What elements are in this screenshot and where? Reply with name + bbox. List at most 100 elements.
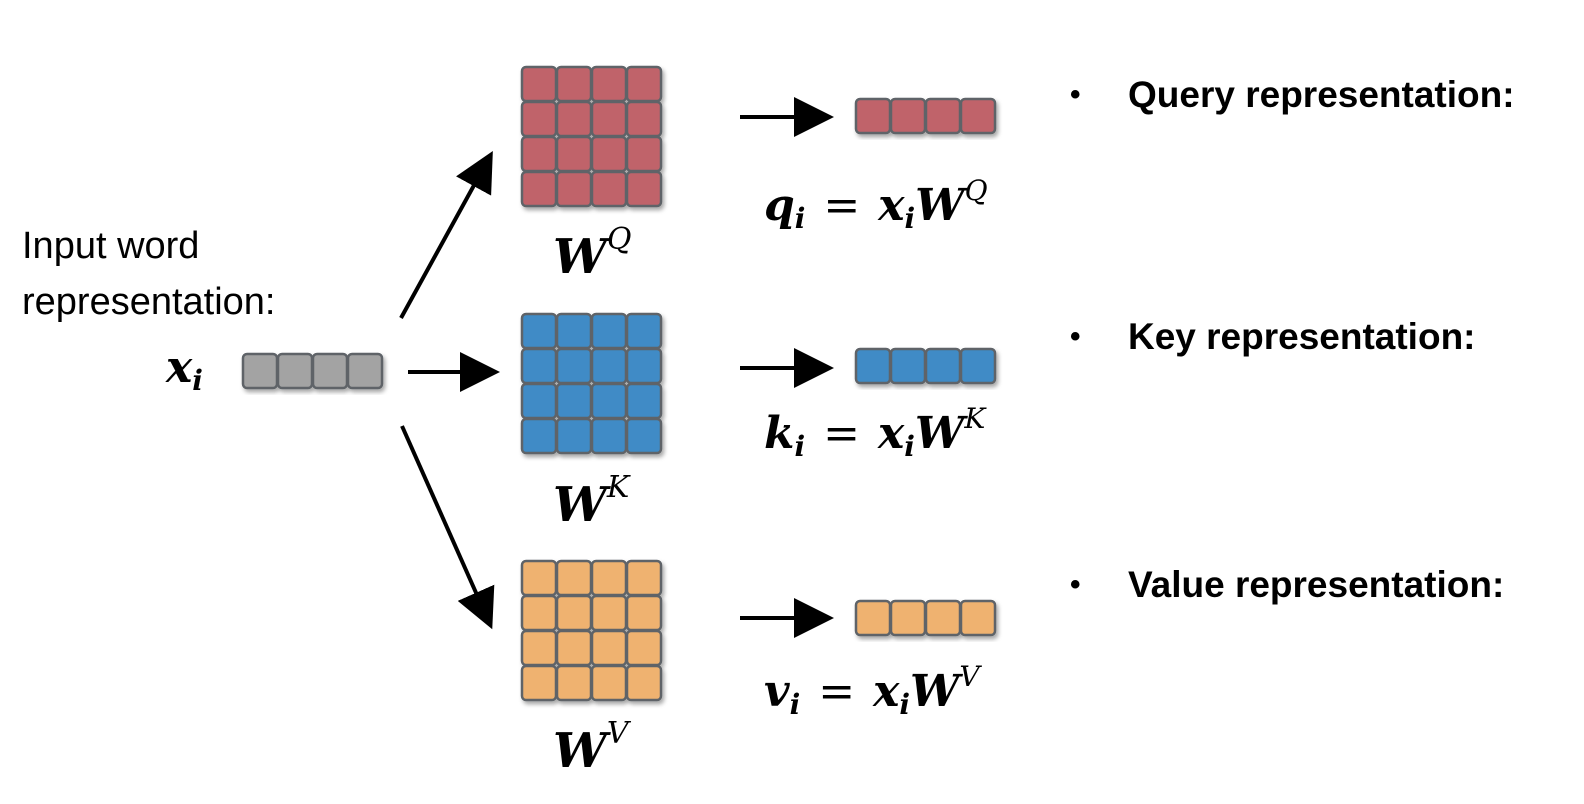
value-matrix-cell — [555, 559, 593, 597]
query-matrix-label: WQ — [553, 222, 632, 285]
bullet-value: • Value representation: — [1070, 564, 1504, 606]
key-equals: = — [823, 408, 861, 459]
query-matrix-cell — [520, 100, 558, 138]
query-matrix-cell — [625, 65, 663, 103]
query-matrix — [520, 65, 663, 208]
key-matrix-cell — [590, 417, 628, 455]
input-label-line1: Input word — [22, 225, 200, 267]
value-matrix-label: WV — [553, 716, 629, 779]
key-vector — [854, 347, 997, 385]
input-symbol-subscript: i — [192, 364, 203, 397]
value-vector-cell — [854, 599, 892, 637]
bullet-marker: • — [1070, 78, 1081, 111]
query-matrix-symbol: W — [553, 229, 607, 285]
key-matrix-cell — [590, 312, 628, 350]
input-vector-cell — [346, 352, 384, 390]
input-vector-cell — [311, 352, 349, 390]
value-vector-cell — [889, 599, 927, 637]
query-matrix-cell — [625, 100, 663, 138]
key-matrix-cell — [520, 312, 558, 350]
key-equation: ki=xiWK — [764, 402, 985, 463]
key-matrix-cell — [520, 382, 558, 420]
value-matrix-cell — [555, 594, 593, 632]
key-matrix-cell — [520, 417, 558, 455]
key-matrix-superscript: K — [606, 470, 630, 505]
input-vector — [241, 352, 384, 390]
value-matrix-cell — [625, 559, 663, 597]
value-equals: = — [818, 666, 856, 717]
bullet-query: • Query representation: — [1070, 74, 1515, 116]
query-rhs-sub: i — [904, 202, 916, 235]
arrow-to-query-matrix — [399, 150, 493, 319]
bullet-query-text: Query representation: — [1128, 74, 1515, 115]
arrows — [399, 97, 834, 638]
value-matrix-cell — [520, 594, 558, 632]
key-matrix-symbol: W — [553, 477, 607, 533]
value-matrix-cell — [625, 594, 663, 632]
query-matrix-cell — [520, 65, 558, 103]
value-vector — [854, 599, 997, 637]
key-matrix-cell — [625, 417, 663, 455]
key-matrix-cell — [590, 347, 628, 385]
value-matrix-cell — [625, 629, 663, 667]
query-vector-cell — [924, 97, 962, 135]
bullet-marker: • — [1070, 320, 1081, 353]
bullet-key-text: Key representation: — [1128, 316, 1476, 357]
key-matrix-cell — [625, 312, 663, 350]
key-matrix-cell — [555, 347, 593, 385]
value-matrix-cell — [590, 664, 628, 702]
key-vector-cell — [854, 347, 892, 385]
value-rhs-sub: i — [899, 688, 910, 721]
value-matrix — [520, 559, 663, 702]
value-matrix-cell — [590, 594, 628, 632]
key-matrix-cell — [520, 347, 558, 385]
bullet-key: • Key representation: — [1070, 316, 1476, 358]
query-matrix-superscript: Q — [606, 222, 632, 257]
input-vector-cell — [241, 352, 279, 390]
key-vector-cell — [889, 347, 927, 385]
input-symbol-x: x — [166, 342, 193, 393]
query-matrix-cell — [625, 135, 663, 173]
query-equals: = — [823, 180, 861, 231]
value-matrix-cell — [555, 664, 593, 702]
key-rhs-x: x — [878, 408, 905, 459]
input-vector-cell — [276, 352, 314, 390]
query-matrix-cell — [590, 135, 628, 173]
value-rhs-w: W — [909, 666, 960, 717]
key-matrix-cell — [625, 347, 663, 385]
key-matrix-cell — [625, 382, 663, 420]
query-lhs: q — [764, 180, 795, 231]
key-matrix — [520, 312, 663, 455]
key-matrix-cell — [555, 312, 593, 350]
key-matrix-cell — [555, 382, 593, 420]
query-matrix-cell — [555, 170, 593, 208]
query-matrix-cell — [590, 100, 628, 138]
value-rhs-x: x — [873, 666, 900, 717]
query-vector-cell — [889, 97, 927, 135]
query-matrix-cell — [590, 65, 628, 103]
query-vector-cell — [959, 97, 997, 135]
key-rhs-w: W — [914, 408, 965, 459]
query-matrix-cell — [555, 65, 593, 103]
value-vector-cell — [924, 599, 962, 637]
key-vector-cell — [959, 347, 997, 385]
input-symbol: xi — [166, 342, 203, 397]
bullet-value-text: Value representation: — [1128, 564, 1505, 605]
query-matrix-cell — [555, 100, 593, 138]
query-matrix-cell — [555, 135, 593, 173]
input-label: Input word representation: — [22, 218, 276, 330]
query-vector — [854, 97, 997, 135]
value-lhs-sub: i — [789, 688, 801, 721]
query-equation: qi=xiWQ — [764, 174, 988, 235]
key-lhs: k — [764, 408, 795, 459]
key-lhs-sub: i — [794, 430, 806, 463]
query-rhs-w: W — [915, 180, 965, 231]
value-matrix-superscript: V — [606, 716, 629, 751]
value-matrix-cell — [590, 559, 628, 597]
value-matrix-cell — [520, 559, 558, 597]
value-matrix-cell — [590, 629, 628, 667]
query-lhs-sub: i — [794, 202, 806, 235]
key-rhs-sup: K — [964, 402, 986, 435]
